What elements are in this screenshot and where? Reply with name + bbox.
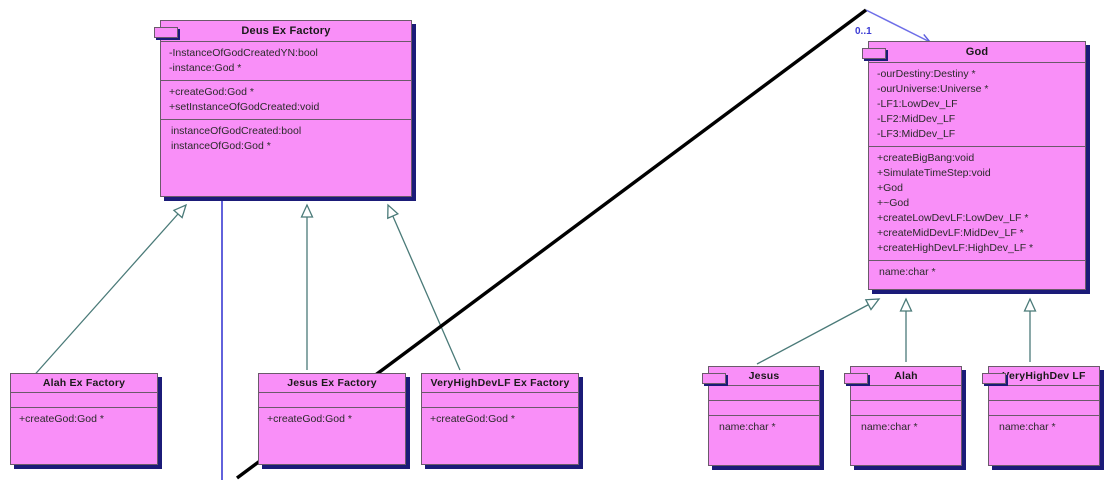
class-tab-icon [702, 373, 726, 384]
class-title: VeryHighDevLF Ex Factory [430, 377, 570, 389]
class-box-alah-ex-factory[interactable]: Alah Ex Factory +createGod:God * [10, 373, 158, 465]
class-tab-icon [862, 48, 886, 59]
class-attributes-compartment [259, 392, 405, 407]
class-operation: +createGod:God * [169, 86, 254, 98]
class-operations-compartment: +createGod:God * [422, 407, 578, 431]
class-attributes-compartment: -InstanceOfGodCreatedYN:bool -instance:G… [161, 41, 411, 80]
class-operations-compartment [709, 400, 819, 415]
class-operations-compartment [851, 400, 961, 415]
class-attribute: -instance:God * [169, 62, 242, 74]
class-extras-compartment: name:char * [851, 415, 961, 439]
class-extras-compartment: instanceOfGodCreated:bool instanceOfGod:… [161, 119, 411, 158]
class-title: God [965, 46, 989, 58]
class-attribute: -ourDestiny:Destiny * [877, 68, 976, 80]
class-operations-compartment [989, 400, 1099, 415]
generalization-edges-right [756, 297, 1037, 365]
generalization-edges-left [29, 203, 461, 381]
class-extras-compartment: name:char * [989, 415, 1099, 439]
class-operation: +createLowDevLF:LowDev_LF * [877, 212, 1029, 224]
class-attributes-compartment [709, 385, 819, 400]
class-attribute: -LF1:LowDev_LF [877, 98, 958, 110]
class-title: Jesus Ex Factory [287, 377, 377, 389]
multiplicity-label: 0..1 [855, 26, 872, 37]
class-tab-icon [982, 373, 1006, 384]
class-operation: +createBigBang:void [877, 152, 975, 164]
class-box-veryhighdevlf-ex-factory[interactable]: VeryHighDevLF Ex Factory +createGod:God … [421, 373, 579, 465]
class-title: Alah [894, 370, 918, 382]
class-attributes-compartment: -ourDestiny:Destiny * -ourUniverse:Unive… [869, 62, 1085, 146]
class-extra: name:char * [999, 421, 1056, 433]
class-attributes-compartment [851, 385, 961, 400]
class-attribute: -LF3:MidDev_LF [877, 128, 956, 140]
class-box-jesus-ex-factory[interactable]: Jesus Ex Factory +createGod:God * [258, 373, 406, 465]
class-extra: name:char * [719, 421, 776, 433]
class-operation: +setInstanceOfGodCreated:void [169, 101, 320, 113]
class-title: Deus Ex Factory [241, 25, 331, 37]
class-operations-compartment: +createGod:God * +setInstanceOfGodCreate… [161, 80, 411, 119]
class-operations-compartment: +createGod:God * [11, 407, 157, 431]
class-operation: +createGod:God * [19, 413, 104, 425]
class-attributes-compartment [11, 392, 157, 407]
class-extras-compartment: name:char * [869, 260, 1085, 284]
class-operation: +createGod:God * [430, 413, 515, 425]
class-operations-compartment: +createGod:God * [259, 407, 405, 431]
class-title: VeryHighDev LF [1002, 370, 1086, 382]
class-extra: instanceOfGod:God * [171, 140, 271, 152]
class-extras-compartment: name:char * [709, 415, 819, 439]
class-box-jesus[interactable]: Jesus name:char * [702, 366, 820, 466]
class-operation: +createMidDevLF:MidDev_LF * [877, 227, 1024, 239]
class-box-god[interactable]: God -ourDestiny:Destiny * -ourUniverse:U… [862, 41, 1086, 290]
class-operation: +God [877, 182, 903, 194]
class-attribute: -LF2:MidDev_LF [877, 113, 956, 125]
class-attribute: -InstanceOfGodCreatedYN:bool [169, 47, 318, 59]
class-operation: +createHighDevLF:HighDev_LF * [877, 242, 1034, 254]
class-attributes-compartment [989, 385, 1099, 400]
class-box-deus-ex-factory[interactable]: Deus Ex Factory -InstanceOfGodCreatedYN:… [154, 20, 412, 197]
class-tab-icon [844, 373, 868, 384]
class-box-alah[interactable]: Alah name:char * [844, 366, 962, 466]
class-extra: name:char * [861, 421, 918, 433]
class-extra: instanceOfGodCreated:bool [171, 125, 302, 137]
class-attributes-compartment [422, 392, 578, 407]
class-operations-compartment: +createBigBang:void +SimulateTimeStep:vo… [869, 146, 1085, 260]
class-box-veryhighdev-lf[interactable]: VeryHighDev LF name:char * [982, 366, 1100, 466]
class-operation: +~God [877, 197, 910, 209]
class-operation: +SimulateTimeStep:void [877, 167, 991, 179]
class-title: Alah Ex Factory [42, 377, 126, 389]
class-tab-icon [154, 27, 178, 38]
class-extra: name:char * [879, 266, 936, 278]
class-operation: +createGod:God * [267, 413, 352, 425]
class-attribute: -ourUniverse:Universe * [877, 83, 989, 95]
